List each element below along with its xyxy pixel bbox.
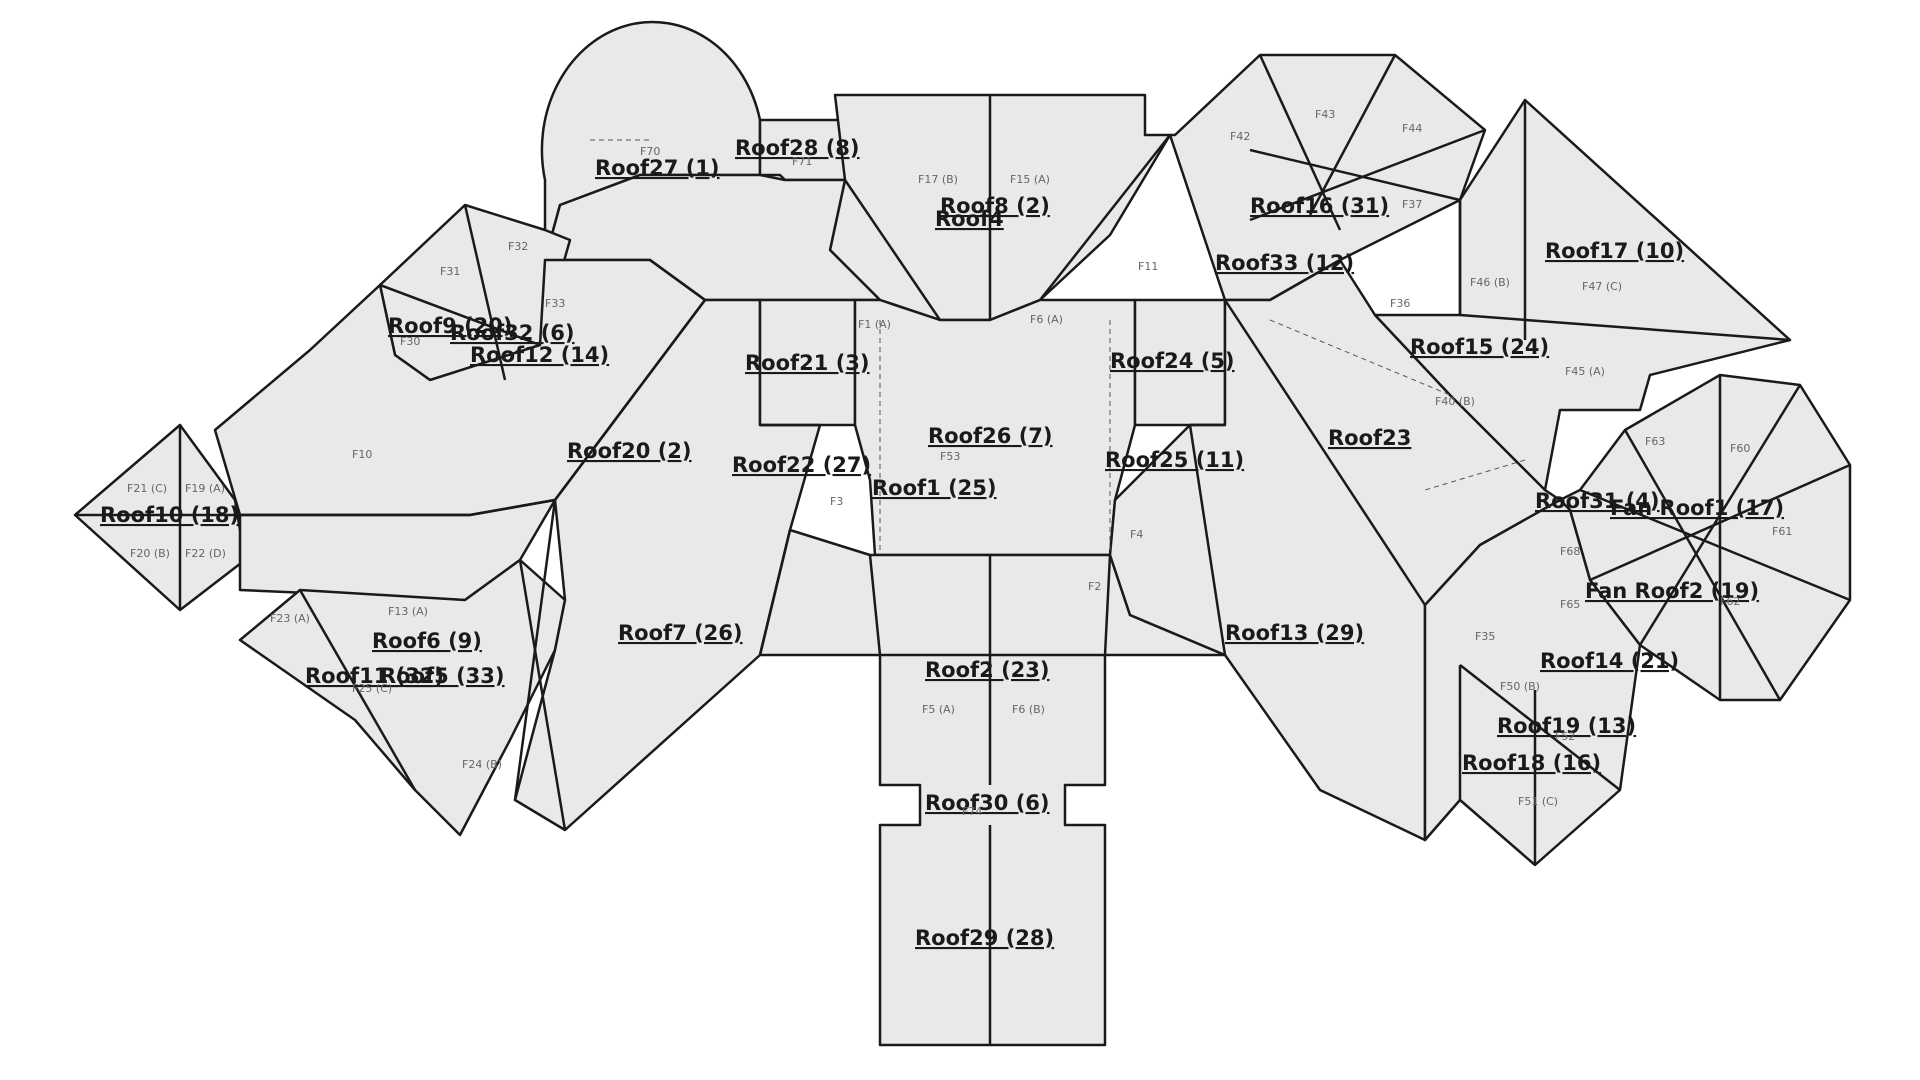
roof-planes (73, 20, 1852, 1047)
roof-label: Roof12 (14) (470, 343, 609, 367)
facet-label: F13 (A) (388, 605, 428, 618)
facet-label: F35 (1475, 630, 1495, 643)
roof-label: Roof20 (2) (567, 439, 692, 463)
facet-label: F37 (1402, 198, 1422, 211)
facet-label: F24 (B) (462, 758, 502, 771)
facet-label: F2 (1088, 580, 1101, 593)
facet-label: F68 (1560, 545, 1580, 558)
facet-label: F20 (B) (130, 547, 170, 560)
guide-lines (590, 139, 1526, 550)
roof-label: Roof33 (12) (1215, 251, 1354, 275)
facet-label: F65 (1560, 598, 1580, 611)
roof-label: Roof5 (33) (380, 664, 505, 688)
roof-label: Roof13 (29) (1225, 621, 1364, 645)
roof17-plane (1373, 98, 1792, 492)
facet-label: F25 (C) (352, 682, 392, 695)
roof-label: Roof8 (2) (940, 194, 1050, 218)
roof-label: Fan Roof2 (19) (1585, 579, 1759, 603)
roof-label: Roof21 (3) (745, 351, 870, 375)
facet-label: F74 (962, 805, 982, 818)
roof-label: Roof29 (28) (915, 926, 1054, 950)
facet-label: F50 (B) (1500, 680, 1540, 693)
roof-label: Roof30 (6) (925, 791, 1050, 815)
facet-label: F17 (B) (918, 173, 958, 186)
roof-label: Roof14 (21) (1540, 649, 1679, 673)
facet-label: F1 (A) (858, 318, 891, 331)
facet-label: F63 (1645, 435, 1665, 448)
roof-label: Roof17 (10) (1545, 239, 1684, 263)
facet-label: F43 (1315, 108, 1335, 121)
roof-label: Roof28 (8) (735, 136, 860, 160)
roof-label: Roof32 (6) (450, 321, 575, 345)
roof16-plane (1168, 53, 1487, 302)
roof21-plane (758, 298, 857, 427)
facet-label: F23 (A) (270, 612, 310, 625)
roof-label: Roof25 (11) (1105, 448, 1244, 472)
facet-label: F47 (C) (1582, 280, 1622, 293)
facet-label: F6 (A) (1030, 313, 1063, 326)
roof1-plane (853, 298, 1137, 557)
roof-label: Roof24 (5) (1110, 349, 1235, 373)
roof-label: Roof16 (31) (1250, 194, 1389, 218)
facet-label: F19 (A) (185, 482, 225, 495)
facet-label: F21 (C) (127, 482, 167, 495)
facet-label: F33 (545, 297, 565, 310)
facet-label: F42 (1230, 130, 1250, 143)
roof-label: Roof11 (32) (305, 664, 444, 688)
facet-label: F11 (1138, 260, 1158, 273)
facet-label: F60 (1730, 442, 1750, 455)
roof-label: Roof23 (1328, 426, 1411, 450)
roof-labels: Roof27 (1) Roof28 (8) Roof8 (2) Roof4 Ro… (100, 136, 1784, 950)
facet-label: F10 (352, 448, 372, 461)
facet-label: F70 (640, 145, 660, 158)
facet-label: F46 (B) (1470, 276, 1510, 289)
facet-label: F61 (1772, 525, 1792, 538)
roof-label: Roof22 (27) (732, 453, 871, 477)
ridge-lines (75, 54, 1851, 1045)
facet-label: F45 (A) (1565, 365, 1605, 378)
roof-label: Roof31 (4) (1535, 489, 1660, 513)
roof-label: Roof9 (20) (388, 314, 513, 338)
facet-label: F53 (940, 450, 960, 463)
roof27-plane (540, 20, 762, 262)
roof-label: Fan Roof1 (17) (1610, 496, 1784, 520)
facet-label: F44 (1402, 122, 1422, 135)
facet-label: F31 (440, 265, 460, 278)
roof2-plane (758, 528, 1227, 1047)
facet-label: F62 (1720, 595, 1740, 608)
roof-label: Roof2 (23) (925, 658, 1050, 682)
facet-labels: F70 F71 F17 (B) F15 (A) F43 F44 F42 F37 … (127, 108, 1792, 818)
roof-label: Roof1 (25) (872, 476, 997, 500)
facet-label: F52 (1555, 730, 1575, 743)
facet-label: F3 (830, 495, 843, 508)
facet-label: F40 (B) (1435, 395, 1475, 408)
facet-label: F36 (1390, 297, 1410, 310)
roof-label: Roof26 (7) (928, 424, 1053, 448)
facet-label: F5 (A) (922, 703, 955, 716)
roof-label: Roof15 (24) (1410, 335, 1549, 359)
facet-label: F30 (400, 335, 420, 348)
facet-label: F32 (508, 240, 528, 253)
roof-label: Roof4 (935, 207, 1004, 231)
facet-label: F4 (1130, 528, 1143, 541)
roof-label: Roof18 (16) (1462, 751, 1601, 775)
facet-label: F15 (A) (1010, 173, 1050, 186)
facet-label: F71 (792, 155, 812, 168)
facet-label: F22 (D) (185, 547, 226, 560)
roof-label: Roof6 (9) (372, 629, 482, 653)
roof-label: Roof7 (26) (618, 621, 743, 645)
roof-label: Roof19 (13) (1497, 714, 1636, 738)
roof-label: Roof27 (1) (595, 156, 720, 180)
facet-label: F6 (B) (1012, 703, 1045, 716)
facet-label: F51 (C) (1518, 795, 1558, 808)
roof-label: Roof10 (18) (100, 503, 239, 527)
